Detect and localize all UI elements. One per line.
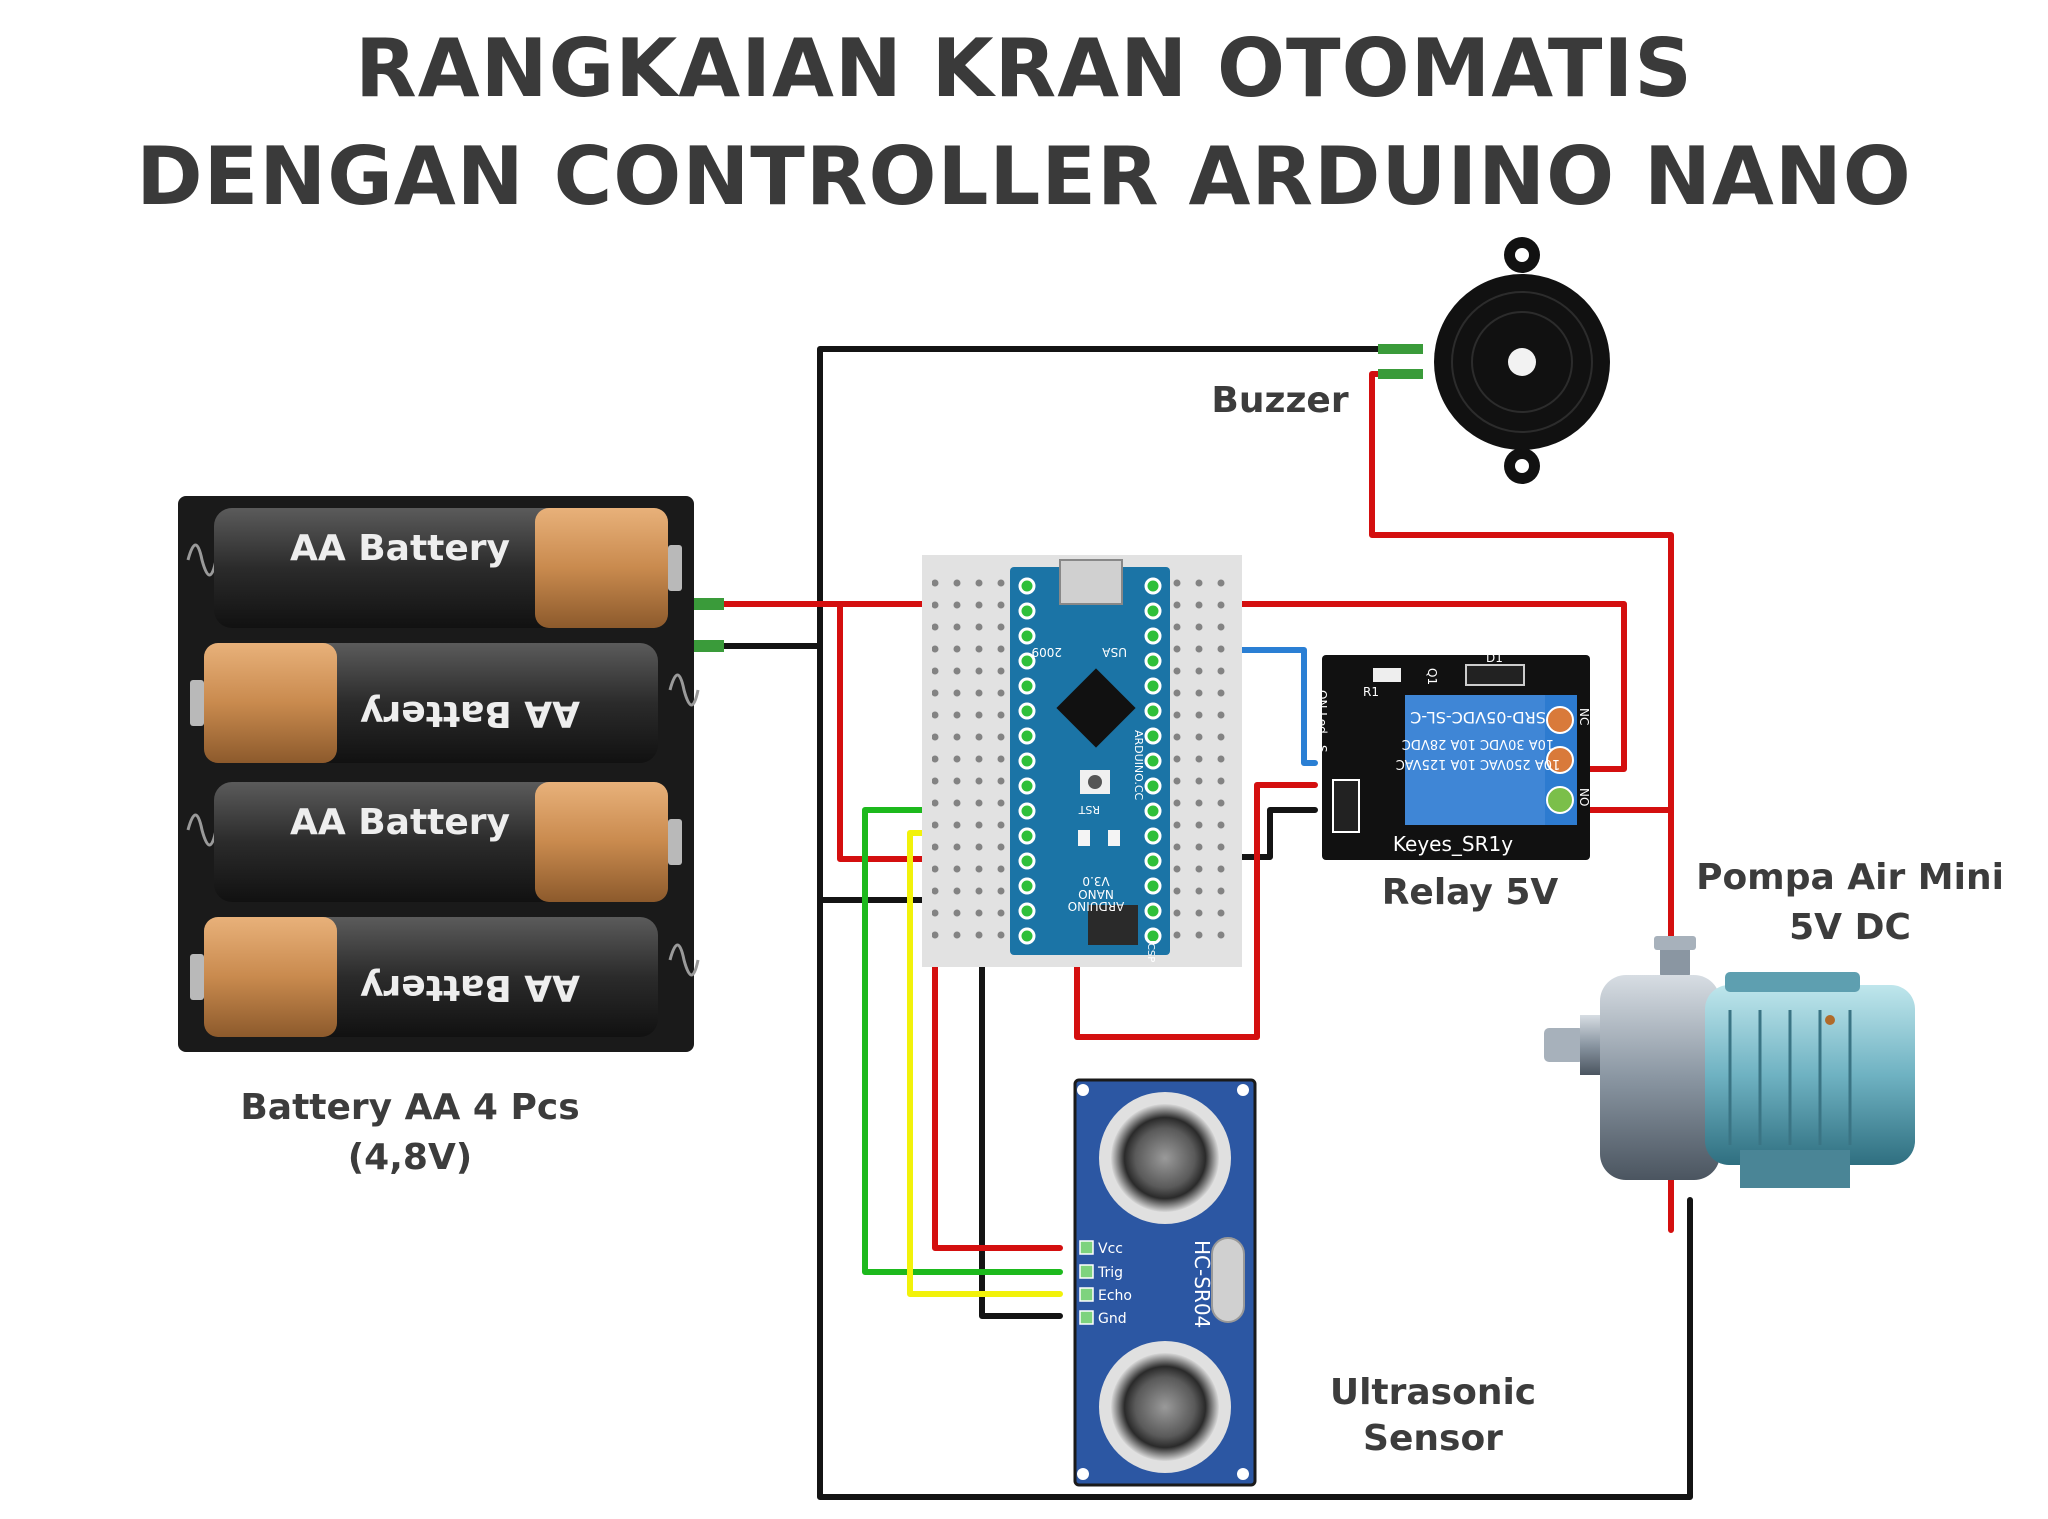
pump-head-icon: [1600, 975, 1720, 1180]
battery-cell-3-text: AA Battery: [290, 802, 510, 843]
relay-transistor-text: Q1: [1425, 668, 1439, 685]
icsp-header-icon: [1088, 905, 1138, 945]
pump-label-line2: 5V DC: [1789, 907, 1911, 948]
relay-header-icon: [1332, 779, 1360, 833]
battery-cell-1: AA Battery: [214, 508, 682, 628]
nano-text-side: ARDUINO.CC: [1132, 730, 1145, 801]
sensor-pin-trig: Trig: [1097, 1265, 1123, 1281]
wire-black-main-ground: [817, 346, 1381, 903]
sensor-pin-gnd: Gnd: [1098, 1311, 1127, 1327]
sensor-pin-pads: [1079, 1240, 1094, 1325]
battery-cell-2-text: AA Battery: [360, 693, 580, 734]
diagram-title-line1: RANGKAIAN KRAN OTOMATIS: [355, 22, 1693, 115]
ultrasonic-sensor: Vcc Trig Echo Gnd HC-SR04: [1073, 1078, 1257, 1487]
relay-diode-icon: [1465, 664, 1525, 686]
pump-motor-icon: [1705, 985, 1915, 1165]
buzzer-component: [1378, 237, 1610, 484]
battery-cell-4: AA Battery: [190, 917, 658, 1037]
battery-cell-3: AA Battery: [214, 782, 682, 902]
water-pump: [1544, 936, 1915, 1188]
wire-black-ground-bottom: [817, 897, 1693, 1500]
battery-terminal-positive: [694, 598, 724, 610]
relay-pin-no: NO: [1577, 788, 1591, 806]
nano-text-rst: RST: [1078, 803, 1100, 816]
nano-left-pins: [1018, 577, 1036, 945]
nano-text-name3: V3.0: [1082, 874, 1109, 888]
relay-label: Relay 5V: [1381, 872, 1559, 913]
wire-red-buzzer-pump: [1369, 371, 1674, 1233]
relay-board-name: Keyes_SR1y: [1393, 832, 1513, 856]
relay-resistor-text: R1: [1363, 685, 1379, 699]
relay-diode-text: D1: [1486, 651, 1503, 665]
pump-label-line1: Pompa Air Mini: [1696, 857, 2004, 898]
arduino-nano: USA 2009 RST ARDUINO NANO V3.0 ARDUINO.C…: [1010, 559, 1170, 962]
buzzer-label: Buzzer: [1211, 380, 1349, 421]
relay-rating-row2: 10A 30VDC 10A 28VDC: [1402, 736, 1554, 751]
diagram-title-line2: DENGAN CONTROLLER ARDUINO NANO: [136, 130, 1912, 223]
battery-cell-4-text: AA Battery: [360, 967, 580, 1008]
relay-coil-icon: [1405, 695, 1560, 825]
nano-text-name2: NANO: [1078, 887, 1114, 901]
sensor-pin-echo: Echo: [1098, 1288, 1132, 1304]
wire-black-sensor-gnd: [979, 902, 1063, 1319]
nano-text-usa: USA: [1101, 645, 1127, 659]
nano-text-icsp: ICSP: [1145, 940, 1156, 962]
sensor-model: HC-SR04: [1190, 1240, 1214, 1328]
battery-label-line2: (4,8V): [347, 1137, 473, 1178]
nano-right-pins: [1144, 577, 1162, 945]
microcontroller-chip-icon: [1056, 668, 1136, 748]
relay-rating-row1: 10A 250VAC 10A 125VAC: [1396, 756, 1561, 771]
battery-label-line1: Battery AA 4 Pcs: [240, 1087, 580, 1128]
battery-cell-2: AA Battery: [190, 643, 658, 763]
battery-cell-1-text: AA Battery: [290, 528, 510, 569]
relay-part-number: SRD-05VDC-SL-C: [1410, 708, 1546, 727]
relay-pin-on-led: ON Led: [1315, 690, 1329, 734]
wire-green-trig: [862, 807, 1063, 1275]
battery-terminal-negative: [694, 640, 724, 652]
ultrasonic-label: Ultrasonic Sensor: [1329, 1372, 1537, 1459]
relay-module: SRD-05VDC-SL-C 10A 250VAC 10A 125VAC 10A…: [1315, 651, 1591, 860]
crystal-icon: [1211, 1237, 1245, 1323]
nano-text-year: 2009: [1031, 645, 1062, 659]
nano-text-name1: ARDUINO: [1068, 899, 1125, 913]
usb-port-icon: [1059, 559, 1123, 605]
battery-pack: AA Battery AA Battery AA Battery AA Batt…: [178, 496, 724, 1052]
sensor-pin-vcc: Vcc: [1098, 1241, 1123, 1257]
wire-blue-relay-signal: [1212, 647, 1318, 766]
relay-pin-s: S: [1315, 745, 1329, 753]
relay-pin-nc: NC: [1577, 708, 1591, 725]
